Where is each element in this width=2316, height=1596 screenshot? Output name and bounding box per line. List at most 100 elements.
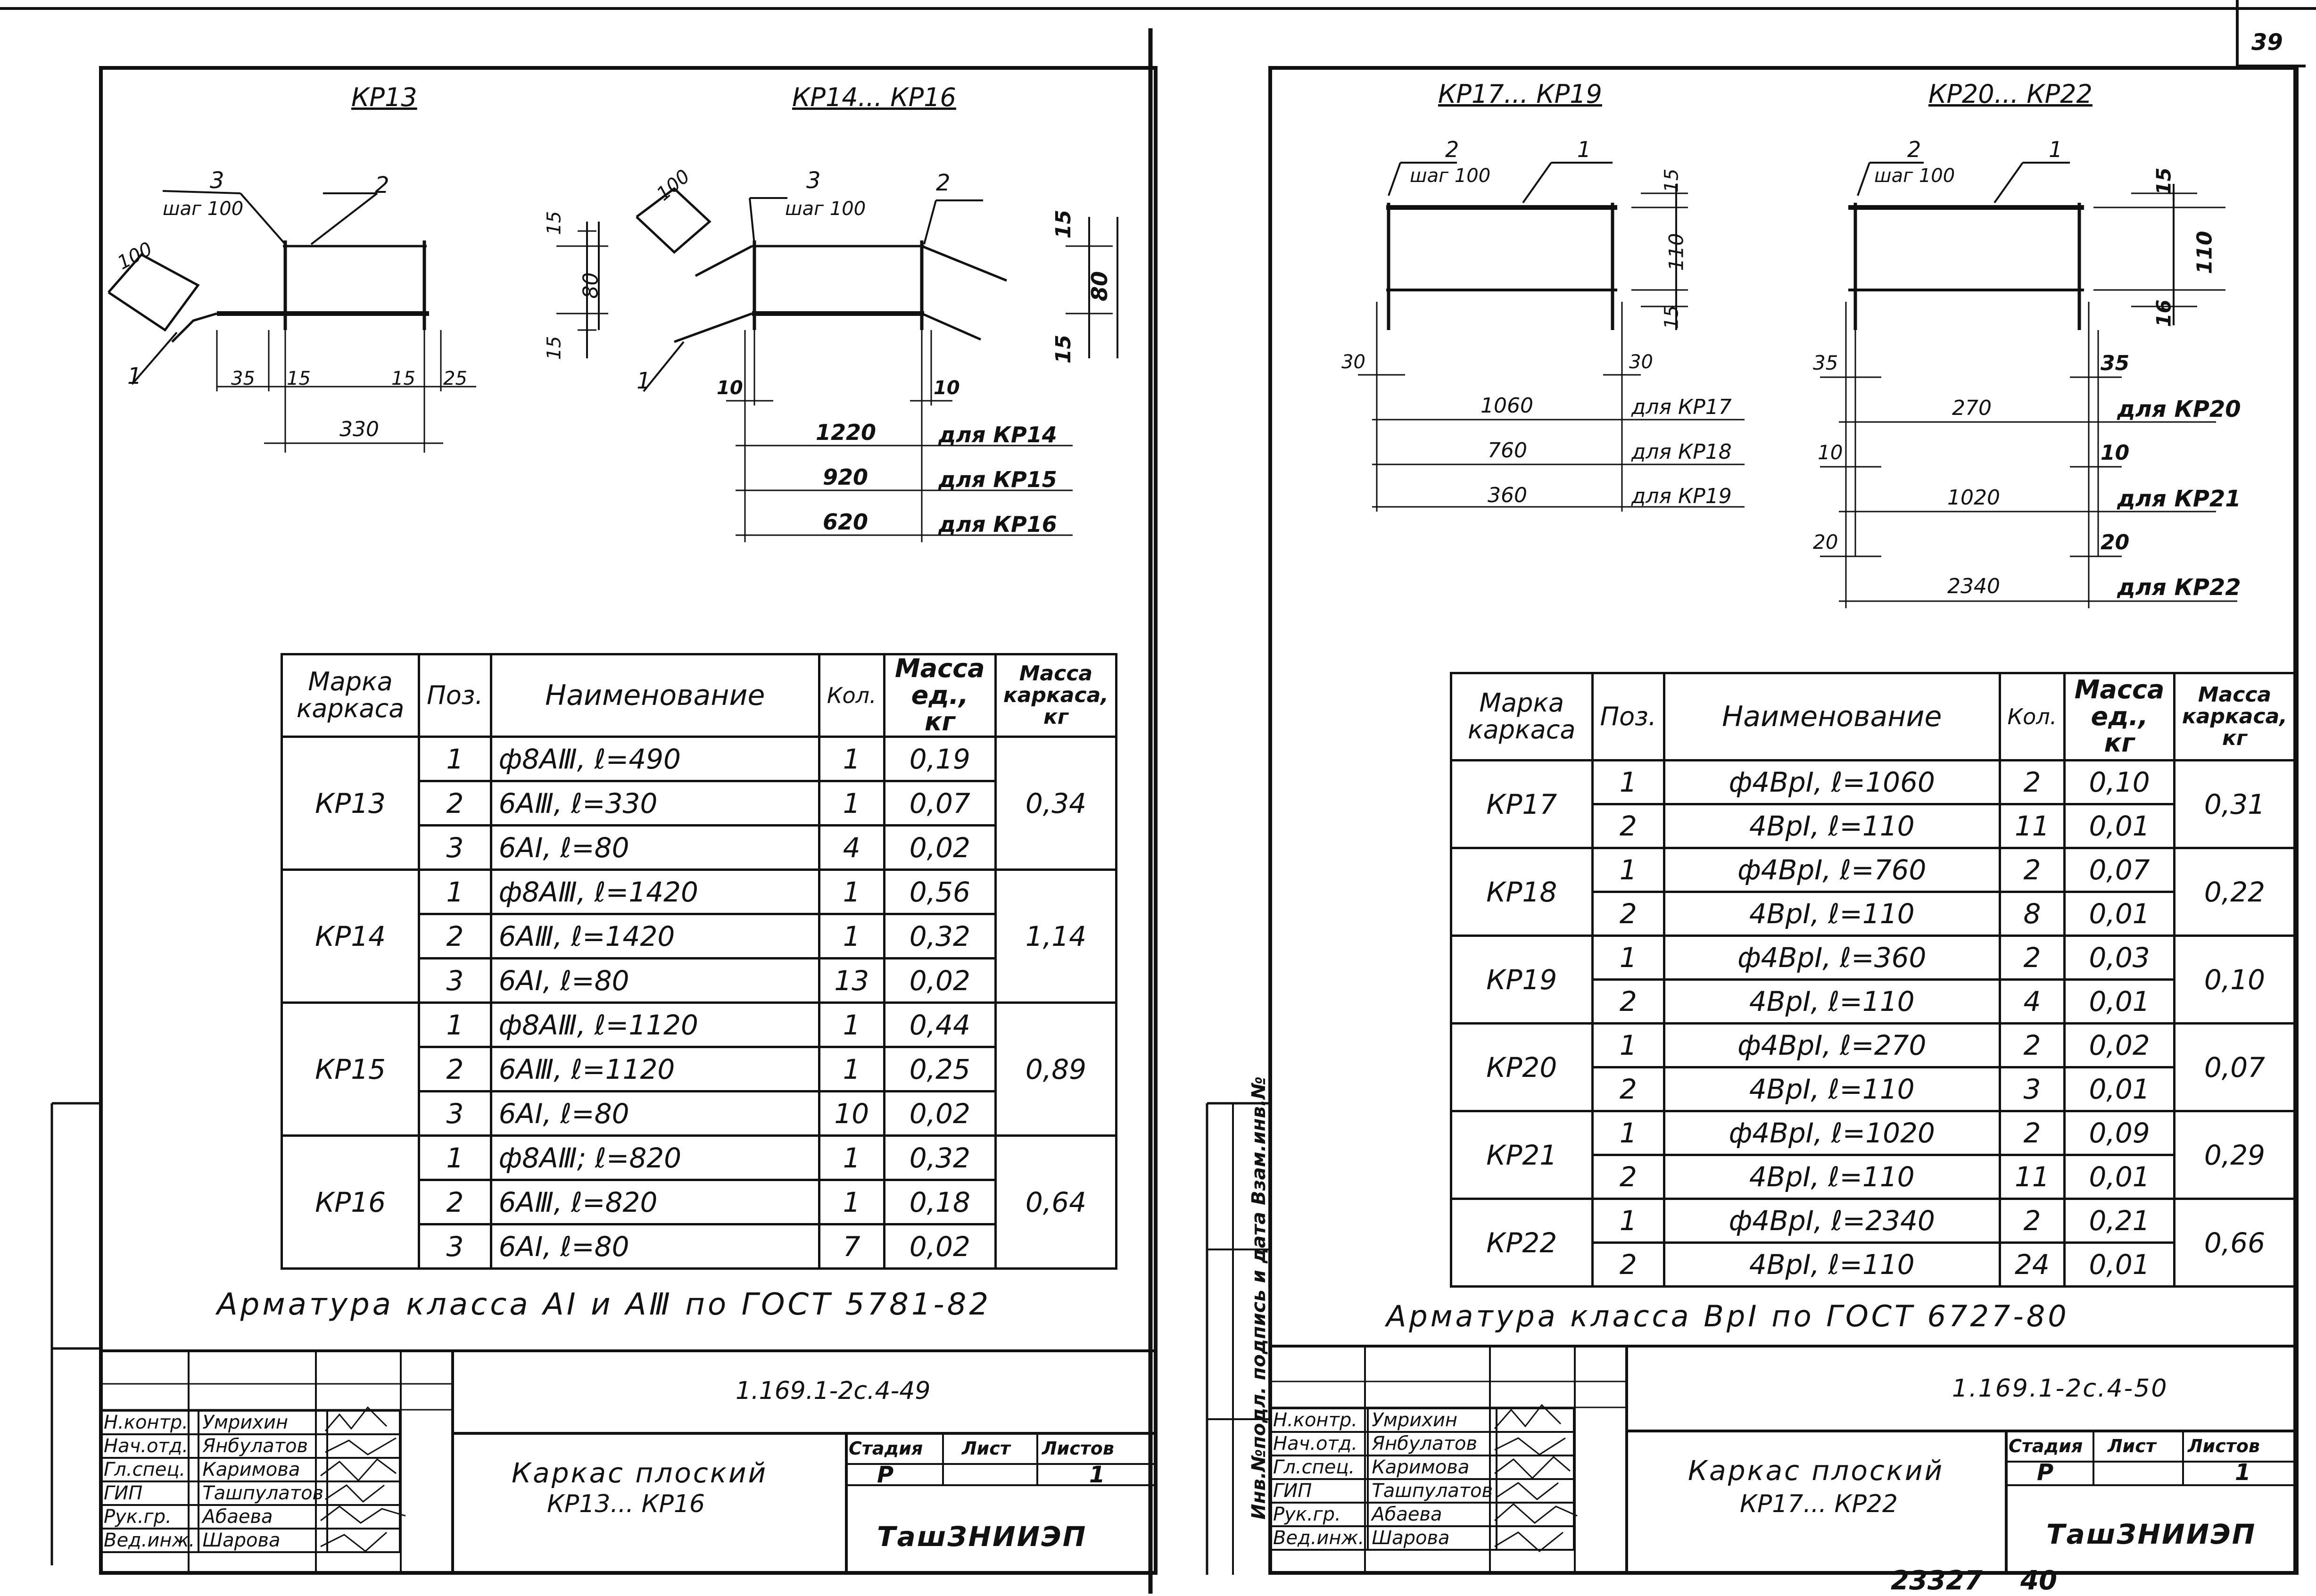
right-org: ТашЗНИИЭП <box>2046 1518 2257 1550</box>
length-end: 10 <box>1818 441 1843 464</box>
total-mass-cell: 0,22 <box>2173 847 2297 937</box>
header-total-mass: Масса каркаса, кг <box>994 653 1118 738</box>
name-cell: 4ВрI, ℓ=110 <box>1663 1241 2001 1288</box>
pos-cell: 3 <box>418 824 492 871</box>
qty-cell: 11 <box>1998 803 2066 849</box>
pos-cell: 2 <box>1591 1154 1666 1200</box>
mass-cell: 0,02 <box>2063 1022 2175 1068</box>
pos-cell: 3 <box>418 1223 492 1270</box>
mass-cell: 0,25 <box>883 1046 997 1093</box>
left-sheets-value: 1 <box>1089 1462 1105 1488</box>
mass-cell: 0,19 <box>883 736 997 783</box>
header-pos: Поз. <box>1591 672 1666 761</box>
mass-cell: 0,01 <box>2063 803 2175 849</box>
length-value: 620 <box>823 509 868 535</box>
person-name: Умрихин <box>1367 1407 1498 1433</box>
name-cell: ф8АⅢ; ℓ=820 <box>489 1134 820 1182</box>
qty-cell: 11 <box>1998 1154 2066 1200</box>
person-name: Янбулатов <box>198 1433 329 1459</box>
person-name: Каримова <box>198 1457 329 1482</box>
length-value: 270 <box>1952 396 1992 420</box>
pos-cell: 1 <box>1591 934 1666 981</box>
dim-label: 2 <box>936 170 951 196</box>
person-name: Абаева <box>1367 1502 1498 1527</box>
name-cell: ф4ВрI, ℓ=270 <box>1663 1022 2001 1068</box>
person-name: Янбулатов <box>1367 1431 1498 1456</box>
dim-label: 15 <box>391 368 415 389</box>
role: Нач.отд. <box>1268 1431 1369 1456</box>
qty-cell: 1 <box>818 1046 885 1093</box>
right-title-kr17-19: КР17... КР19 <box>1438 79 1602 109</box>
pos-cell: 1 <box>418 868 492 916</box>
qty-cell: 2 <box>1998 934 2066 981</box>
person-name: Ташпулатов <box>198 1480 329 1506</box>
dim-label: 10 <box>934 377 960 399</box>
dim-label: 30 <box>1629 351 1653 373</box>
role: Гл.спец. <box>99 1457 200 1482</box>
left-stamp-code: 1.169.1-2с.4-49 <box>736 1377 931 1405</box>
pos-cell: 1 <box>1591 1198 1666 1244</box>
dim-label: 330 <box>339 417 379 441</box>
name-cell: ф4ВрI, ℓ=360 <box>1663 934 2001 981</box>
person-name: Абаева <box>198 1504 329 1530</box>
pos-cell: 2 <box>418 1046 492 1093</box>
pos-cell: 2 <box>1591 978 1666 1025</box>
right-stamp-people: Н.контр.Умрихин Нач.отд.Янбулатов Гл.спе… <box>1268 1407 1575 1551</box>
right-stamp-code: 1.169.1-2с.4-50 <box>1952 1374 2168 1403</box>
role: Вед.инж. <box>99 1528 200 1553</box>
name-cell: ф8АⅢ, ℓ=490 <box>489 736 820 783</box>
signature <box>326 1528 401 1553</box>
length-value: 920 <box>823 464 868 490</box>
role: ГИП <box>1268 1478 1369 1504</box>
length-label: для КР22 <box>2117 574 2241 601</box>
role: Вед.инж. <box>1268 1525 1369 1551</box>
mass-cell: 0,21 <box>2063 1198 2175 1244</box>
mass-cell: 0,32 <box>883 1134 997 1182</box>
total-mass-cell: 0,31 <box>2173 759 2297 849</box>
qty-cell: 4 <box>818 824 885 871</box>
name-cell: 4ВрI, ℓ=110 <box>1663 978 2001 1025</box>
qty-cell: 2 <box>1998 1198 2066 1244</box>
dim-label: 30 <box>1341 351 1365 373</box>
signature <box>1496 1502 1575 1527</box>
header-mark: Марка каркаса <box>1450 672 1594 761</box>
mark-cell: КР19 <box>1450 934 1594 1025</box>
left-title-kr14-16: КР14... КР16 <box>792 83 956 112</box>
mass-cell: 0,56 <box>883 868 997 916</box>
name-cell: ф4ВрI, ℓ=2340 <box>1663 1198 2001 1244</box>
name-cell: ф4ВрI, ℓ=1060 <box>1663 759 2001 805</box>
header-name: Наименование <box>489 653 820 738</box>
name-cell: 4ВрI, ℓ=110 <box>1663 1154 2001 1200</box>
name-cell: ф4ВрI, ℓ=760 <box>1663 847 2001 893</box>
name-cell: 6АⅢ, ℓ=330 <box>489 780 820 827</box>
signature <box>1496 1431 1575 1456</box>
right-title-kr20-22: КР20... КР22 <box>1928 79 2093 109</box>
pos-cell: 1 <box>1591 1022 1666 1068</box>
qty-cell: 2 <box>1998 1110 2066 1156</box>
right-sheets-label: Листов <box>2188 1436 2260 1456</box>
header-qty: Кол. <box>818 653 885 738</box>
left-sheet-border <box>99 66 1158 1575</box>
mark-cell: КР22 <box>1450 1198 1594 1288</box>
mark-cell: КР18 <box>1450 847 1594 937</box>
name-cell: ф4ВрI, ℓ=1020 <box>1663 1110 2001 1156</box>
length-end: 35 <box>1813 351 1838 374</box>
length-value: 360 <box>1488 483 1527 507</box>
qty-cell: 2 <box>1998 759 2066 805</box>
length-value: 1060 <box>1481 394 1533 418</box>
name-cell: 4ВрI, ℓ=110 <box>1663 803 2001 849</box>
length-label: для КР20 <box>2117 396 2241 422</box>
dim-label: 2 <box>375 172 389 198</box>
dim-label: 3 <box>210 167 224 194</box>
role: Н.контр. <box>1268 1407 1369 1433</box>
qty-cell: 10 <box>818 1090 885 1137</box>
length-label: для КР19 <box>1631 484 1732 508</box>
role: ГИП <box>99 1480 200 1506</box>
qty-cell: 1 <box>818 913 885 960</box>
mass-cell: 0,32 <box>883 913 997 960</box>
right-sheet-border <box>1268 66 2299 1575</box>
pos-cell: 2 <box>418 913 492 960</box>
page-number: 39 <box>2251 29 2283 56</box>
dim-label: 25 <box>443 368 467 389</box>
